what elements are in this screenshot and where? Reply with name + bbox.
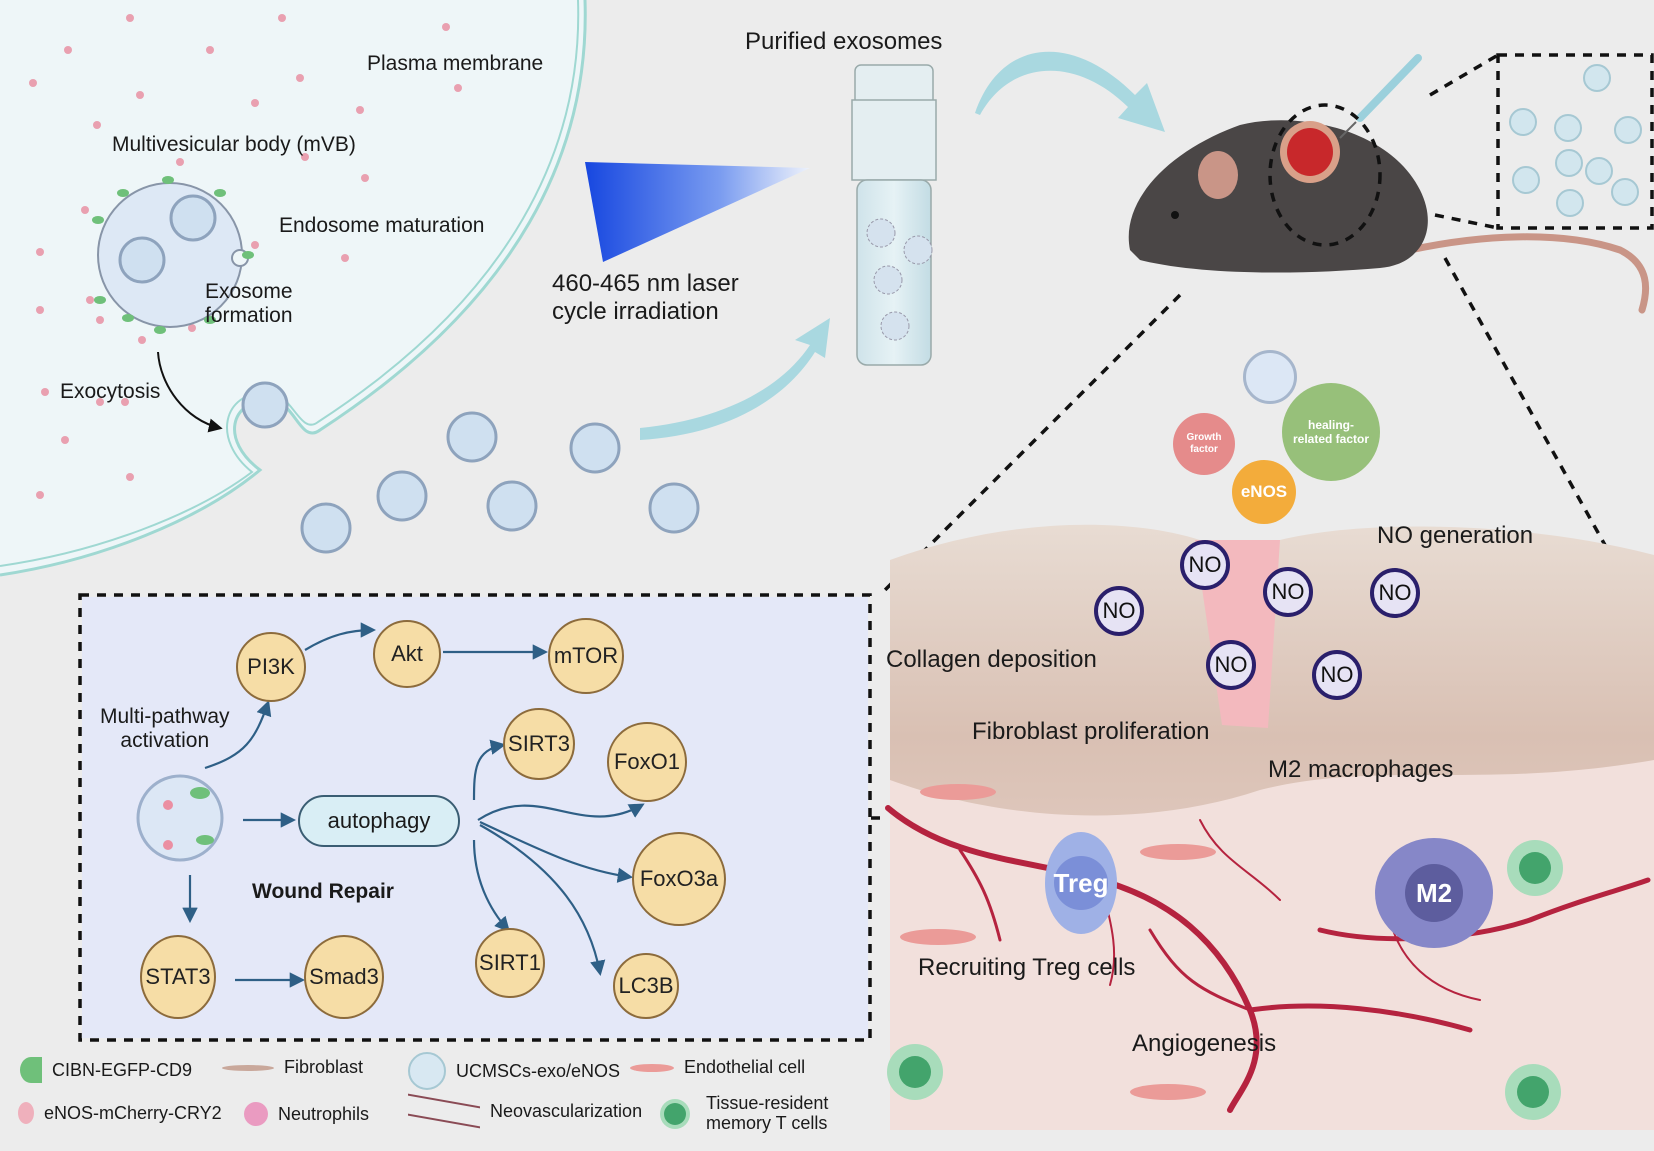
node-stat3: STAT3 — [140, 935, 216, 1019]
node-pi3k: PI3K — [236, 632, 306, 702]
healing-factor-bubble: healing-related factor — [1282, 383, 1380, 481]
pathway-arrows — [182, 622, 645, 988]
node-smad3: Smad3 — [304, 935, 384, 1019]
exosome-icon — [408, 1052, 446, 1090]
inset-exosomes — [1509, 64, 1642, 217]
no-molecule: NO — [1094, 586, 1144, 636]
enos-bubble: eNOS — [1232, 460, 1296, 524]
enos-protein-icon — [18, 1102, 34, 1124]
legend-item: eNOS-mCherry-CRY2 — [18, 1102, 222, 1124]
pathway-exosome — [136, 774, 224, 862]
endothelial-cells — [900, 784, 1216, 1100]
exosome-formation-label: Exosome formation — [205, 280, 293, 328]
fibroblast-icon — [222, 1064, 274, 1071]
legend-item: UCMSCs-exo/eNOS — [408, 1052, 620, 1090]
collagen-deposition-label: Collagen deposition — [886, 646, 1097, 673]
budding-exosome — [241, 381, 289, 429]
exosome-tube — [851, 64, 937, 366]
laser-beam — [585, 162, 810, 262]
plasma-membrane-label: Plasma membrane — [367, 52, 544, 75]
multi-pathway-label: Multi-pathway activation — [100, 705, 230, 753]
endosome-maturation-label: Endosome maturation — [279, 214, 485, 237]
legend-item: Neutrophils — [244, 1102, 369, 1126]
mouse — [1128, 54, 1650, 314]
cibn-protein-icon — [20, 1057, 42, 1083]
legend-item: Tissue-resident memory T cells — [664, 1093, 828, 1134]
multivesicular-body — [92, 176, 254, 334]
m2-macrophage-cell: M2 — [1375, 838, 1493, 948]
node-sirt1: SIRT1 — [475, 928, 545, 998]
flow-arrow-to-mouse — [975, 51, 1165, 132]
released-exosomes — [300, 411, 700, 554]
legend-item: Endothelial cell — [630, 1057, 805, 1078]
legend-item: CIBN-EGFP-CD9 — [20, 1057, 192, 1083]
mvb-label: Multivesicular body (mVB) — [112, 133, 356, 156]
wound-exosome — [1243, 350, 1297, 404]
node-foxo3a: FoxO3a — [632, 832, 726, 926]
node-sirt3: SIRT3 — [503, 708, 575, 780]
wound-repair-title: Wound Repair — [252, 880, 394, 903]
node-lc3b: LC3B — [613, 953, 679, 1019]
no-molecule: NO — [1263, 567, 1313, 617]
flow-arrow-to-tube — [640, 318, 830, 440]
fibroblast-proliferation-label: Fibroblast proliferation — [972, 718, 1210, 745]
laser-label: 460-465 nm laser cycle irradiation — [552, 270, 739, 325]
node-autophagy: autophagy — [298, 795, 460, 847]
no-generation-label: NO generation — [1377, 522, 1534, 549]
neutrophil-icon — [244, 1102, 268, 1126]
blood-vessels — [885, 805, 1651, 1113]
memory-t-cells — [887, 840, 1563, 1120]
exocytosis-arrow — [157, 351, 223, 433]
no-molecule: NO — [1206, 640, 1256, 690]
legend-item: Neovascularization — [408, 1093, 642, 1129]
endothelial-cell-icon — [630, 1063, 674, 1072]
exocytosis-label: Exocytosis — [60, 380, 161, 403]
recruiting-treg-label: Recruiting Treg cells — [918, 954, 1136, 981]
node-mtor: mTOR — [548, 618, 624, 694]
cytoplasmic-cargo-dots — [29, 14, 462, 499]
memory-t-cell-icon — [664, 1102, 686, 1125]
legend-item: Fibroblast — [222, 1057, 363, 1078]
node-akt: Akt — [373, 620, 441, 688]
angiogenesis-label: Angiogenesis — [1132, 1030, 1277, 1057]
treg-cell: Treg — [1045, 832, 1117, 934]
purified-exosomes-label: Purified exosomes — [745, 28, 943, 55]
no-molecule: NO — [1370, 568, 1420, 618]
node-foxo1: FoxO1 — [607, 722, 687, 802]
no-molecule: NO — [1180, 540, 1230, 590]
m2-macrophages-label: M2 macrophages — [1268, 756, 1454, 783]
no-molecule: NO — [1312, 650, 1362, 700]
